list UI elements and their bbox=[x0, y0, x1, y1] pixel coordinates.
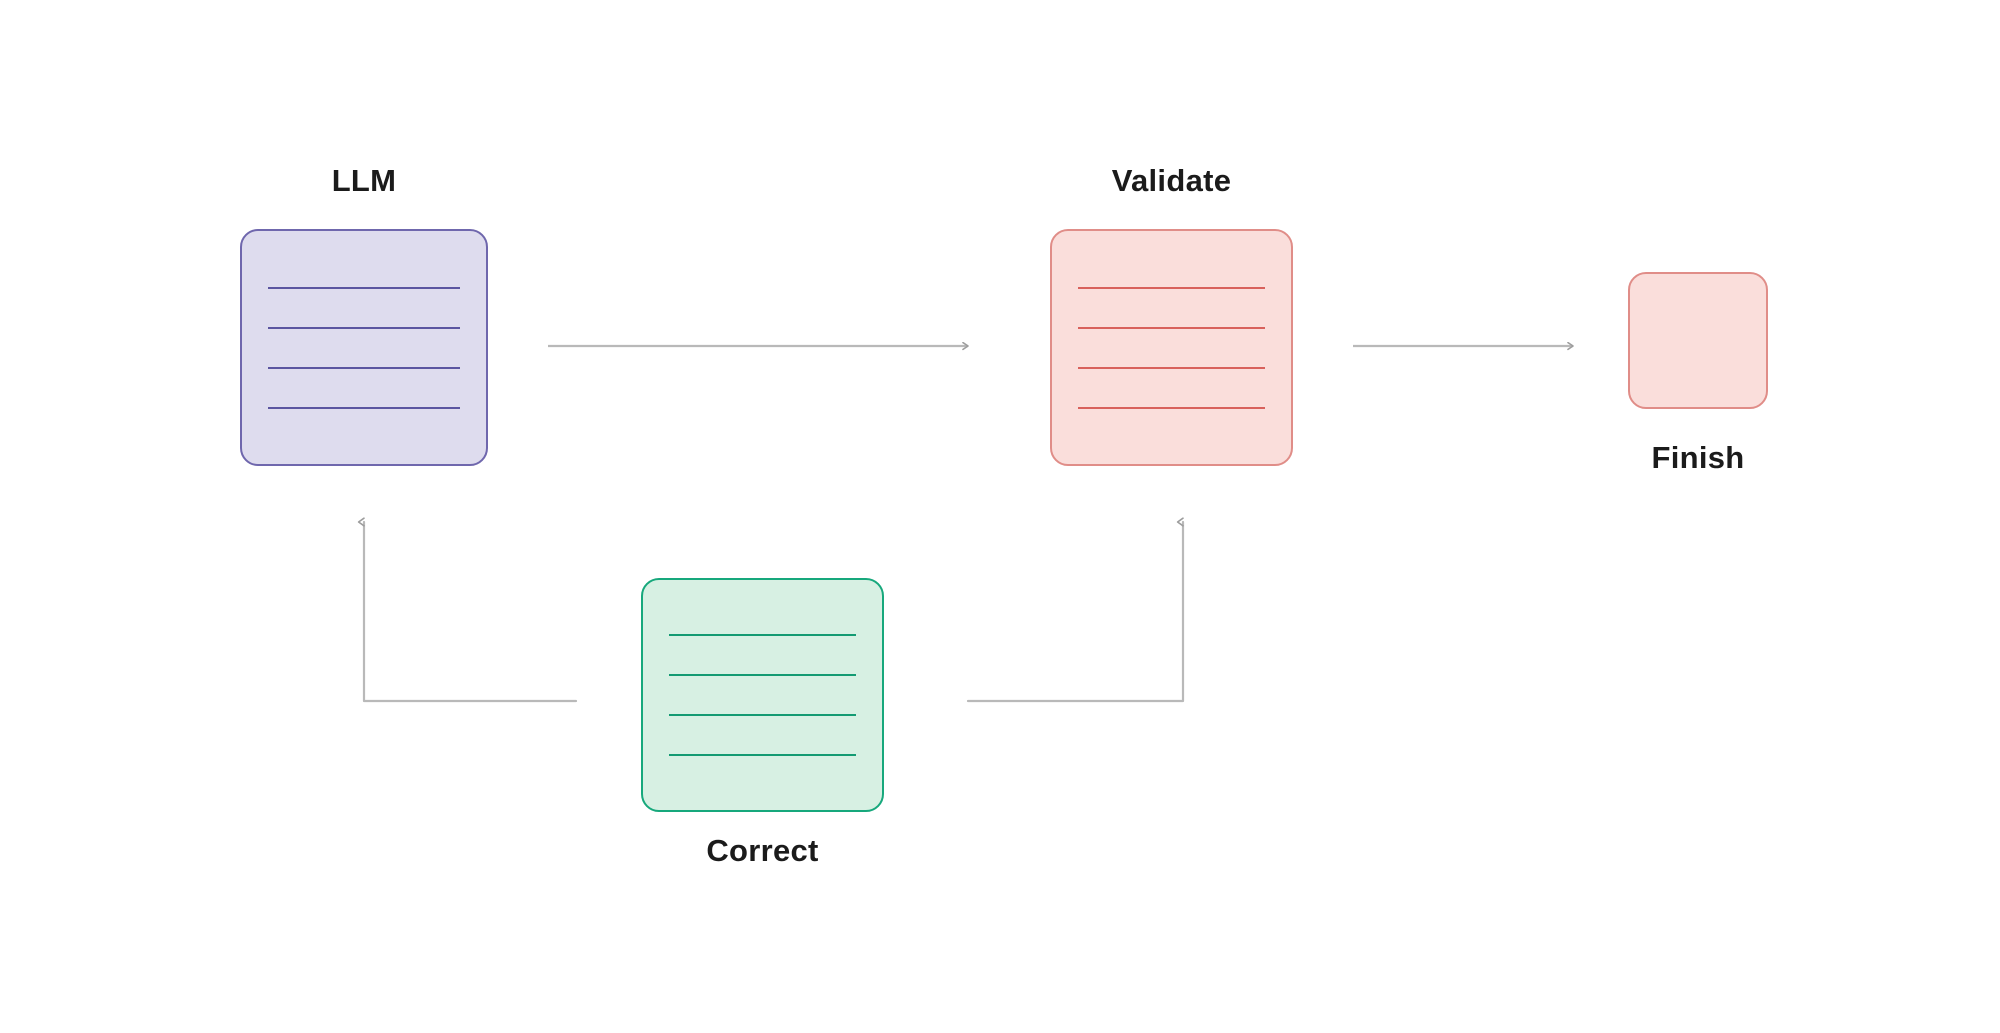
node-line bbox=[1078, 326, 1265, 329]
node-line bbox=[669, 714, 856, 716]
node-line bbox=[669, 674, 856, 676]
node-line bbox=[268, 286, 460, 289]
node-line bbox=[669, 754, 856, 756]
node-label-finish: Finish bbox=[1651, 440, 1745, 475]
node-finish[interactable] bbox=[1628, 272, 1768, 409]
node-validate[interactable] bbox=[1050, 229, 1293, 466]
node-line bbox=[1078, 366, 1265, 369]
node-line bbox=[1078, 406, 1265, 409]
node-validate-lines bbox=[1052, 231, 1291, 464]
node-label-validate: Validate bbox=[1111, 163, 1232, 198]
edge-correct-to-llm bbox=[357, 517, 578, 703]
node-line bbox=[1078, 286, 1265, 289]
node-correct-lines bbox=[643, 580, 882, 810]
node-label-correct: Correct bbox=[706, 833, 819, 868]
node-line bbox=[268, 326, 460, 329]
node-line bbox=[669, 634, 856, 636]
node-line bbox=[268, 366, 460, 369]
node-line bbox=[268, 406, 460, 409]
node-correct[interactable] bbox=[641, 578, 884, 812]
node-llm-lines bbox=[242, 231, 486, 464]
edge-validate-to-correct bbox=[966, 517, 1185, 703]
node-llm[interactable] bbox=[240, 229, 488, 466]
node-label-llm: LLM bbox=[331, 163, 397, 198]
